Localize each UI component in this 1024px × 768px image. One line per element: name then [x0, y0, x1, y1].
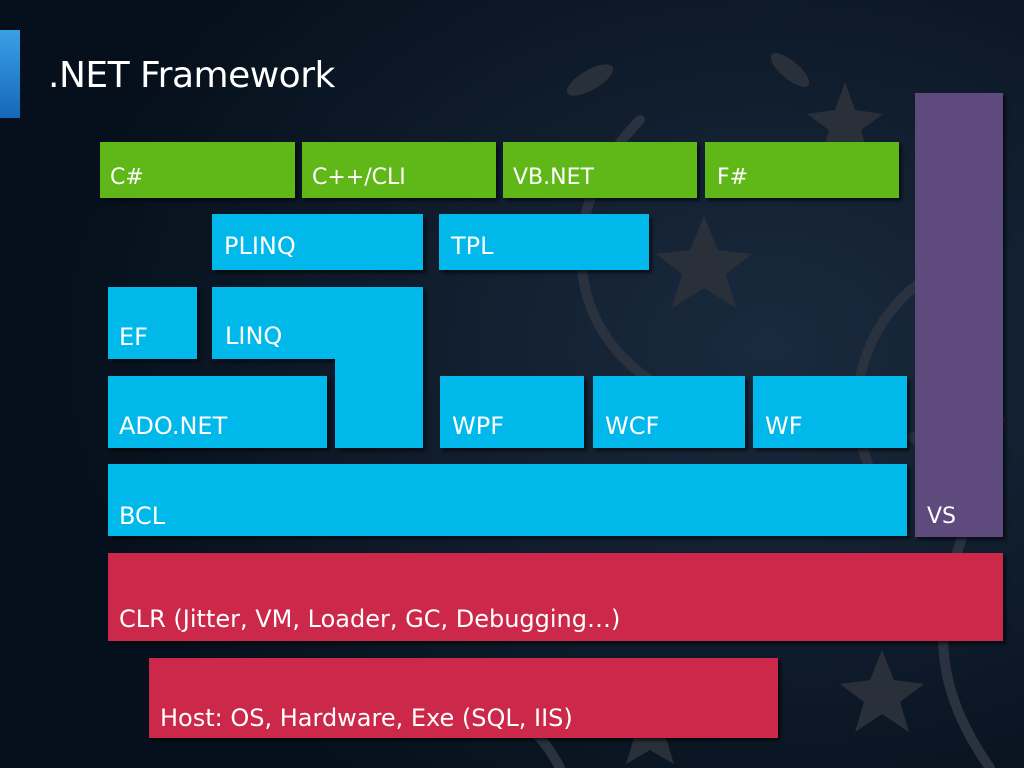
library-label: ADO.NET: [119, 412, 228, 440]
language-box-vbnet: VB.NET: [503, 142, 697, 198]
language-label: C#: [110, 165, 144, 190]
library-label-linq: LINQ: [225, 322, 283, 350]
slide-title: .NET Framework: [48, 55, 335, 96]
tooling-box-vs: VS: [915, 93, 1003, 537]
library-label: WPF: [452, 412, 505, 440]
language-label: F#: [717, 165, 749, 190]
runtime-label: Host: OS, Hardware, Exe (SQL, IIS): [160, 704, 573, 732]
language-box-csharp: C#: [100, 142, 295, 198]
library-box-wf: WF: [753, 376, 907, 448]
library-box-plinq: PLINQ: [212, 214, 423, 270]
language-box-fsharp: F#: [705, 142, 899, 198]
title-accent-bar: [0, 30, 20, 118]
tooling-label: VS: [927, 504, 957, 529]
runtime-box-clr: CLR (Jitter, VM, Loader, GC, Debugging…): [108, 553, 1003, 641]
language-box-cpp-cli: C++/CLI: [302, 142, 496, 198]
language-label: C++/CLI: [312, 165, 406, 190]
library-label: EF: [119, 323, 148, 351]
runtime-box-host: Host: OS, Hardware, Exe (SQL, IIS): [149, 658, 778, 738]
library-label: WCF: [605, 412, 660, 440]
library-box-linq: [212, 287, 423, 448]
library-label: PLINQ: [224, 232, 296, 260]
library-box-bcl: BCL: [108, 464, 907, 536]
library-box-tpl: TPL: [439, 214, 649, 270]
library-label: BCL: [119, 502, 166, 530]
library-label: WF: [765, 412, 803, 440]
library-box-adonet: ADO.NET: [108, 376, 327, 448]
library-box-wpf: WPF: [440, 376, 584, 448]
library-label: TPL: [451, 232, 494, 260]
library-box-wcf: WCF: [593, 376, 745, 448]
library-box-ef: EF: [108, 287, 197, 359]
language-label: VB.NET: [513, 165, 594, 190]
runtime-label: CLR (Jitter, VM, Loader, GC, Debugging…): [119, 605, 621, 633]
